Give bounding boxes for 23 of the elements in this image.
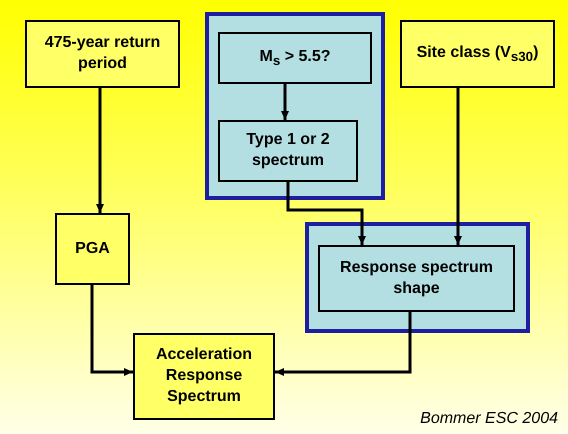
arrow — [281, 84, 289, 120]
arrow — [286, 182, 366, 245]
arrow — [275, 312, 412, 376]
node-label: Site class (V$_{s30}$) — [416, 42, 538, 66]
arrow — [90, 285, 133, 376]
node-label: Acceleration Response Spectrum — [154, 345, 254, 407]
process-box — [318, 245, 515, 312]
node-label: 475-year return period — [44, 33, 162, 74]
node-label: Type 1 or 2 spectrum — [245, 130, 331, 171]
process-box — [25, 20, 180, 88]
process-box — [218, 120, 358, 182]
process-box — [55, 213, 130, 285]
group-panel — [305, 222, 530, 333]
citation-text: Bommer ESC 2004 — [420, 410, 558, 428]
node-label: PGA — [75, 238, 110, 259]
node-label: Response spectrum shape — [339, 258, 494, 298]
process-box — [218, 32, 372, 84]
arrow — [454, 88, 462, 245]
group-panel — [205, 12, 385, 200]
node-label: M$_{s}$ > 5.5? — [260, 46, 330, 70]
process-box — [400, 20, 555, 88]
process-box — [133, 333, 275, 420]
arrow — [96, 88, 104, 213]
